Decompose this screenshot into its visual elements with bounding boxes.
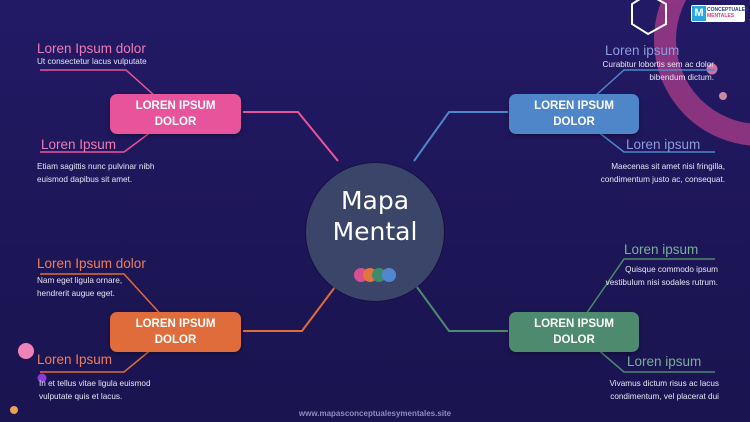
blue-bottom-text: Maecenas sit amet nisi fringilla, condim…: [601, 161, 725, 186]
central-node: Mapa Mental: [306, 163, 444, 301]
logo-line2: MENTALES: [707, 13, 735, 19]
link-center-to-blue: [413, 111, 508, 162]
link-center-to-pink: [243, 111, 339, 162]
text-line: condimentum, vel placerat dui: [610, 391, 719, 401]
green-bottom-heading: Loren ipsum: [627, 354, 702, 369]
branch-box-blue: LOREN IPSUM DOLOR: [509, 94, 639, 134]
text-line: vestibulum nisi sodales rutrum.: [605, 277, 718, 287]
brand-logo: M CONCEPTUALES MENTALES: [691, 5, 749, 22]
text-line: condimentum justo ac, consequat.: [600, 174, 725, 184]
text-line: bibendum dictum.: [649, 72, 714, 82]
text-line: Quisque commodo ipsum: [625, 265, 718, 274]
branch-box-line1: LOREN IPSUM: [534, 318, 614, 330]
branch-box-pink: LOREN IPSUM DOLOR: [110, 94, 241, 134]
text-line: Vivamus dictum risus ac lacus: [609, 379, 719, 388]
purple-dot-decoration: [37, 373, 47, 383]
pink-dot-decoration: [706, 63, 718, 75]
text-line: Nam eget ligula ornare,: [37, 276, 123, 285]
branch-box-line1: LOREN IPSUM: [135, 100, 216, 112]
branch-box-green: LOREN IPSUM DOLOR: [509, 312, 639, 352]
pink-bottom-text: Etiam sagittis nunc pulvinar nibh euismo…: [37, 161, 154, 186]
website-url: www.mapasconceptualesymentales.site: [298, 409, 452, 418]
orange-dot-decoration: [10, 406, 18, 414]
pink-bottom-heading: Loren Ipsum: [41, 137, 117, 152]
text-line: vulputate quis et lacus.: [39, 391, 123, 401]
branch-box-orange: LOREN IPSUM DOLOR: [110, 312, 241, 352]
text-line: Ut consectetur lacus vulputate: [37, 57, 147, 66]
orange-top-heading: Loren Ipsum dolor: [37, 256, 146, 271]
branch-box-line2: DOLOR: [553, 116, 595, 128]
hexagon-outline-icon: [631, 0, 667, 36]
branch-box-line1: LOREN IPSUM: [135, 318, 216, 330]
pink-ring-decoration: [654, 0, 750, 146]
text-line: Curabitur lobortis sem ac dolor: [602, 60, 715, 69]
pink-top-text: Ut consectetur lacus vulputate: [37, 56, 147, 69]
orange-bottom-heading: Loren Ipsum: [37, 352, 113, 367]
orange-top-text: Nam eget ligula ornare, hendrerit augue …: [37, 275, 122, 300]
small-dot-decoration: [719, 92, 727, 100]
text-line: Maecenas sit amet nisi fringilla,: [611, 162, 725, 171]
branch-box-line1: LOREN IPSUM: [534, 100, 614, 112]
link-orange-top: [40, 273, 176, 331]
logo-mark: M: [692, 6, 706, 21]
green-top-text: Quisque commodo ipsum vestibulum nisi so…: [606, 264, 718, 289]
green-bottom-text: Vivamus dictum risus ac lacus condimentu…: [609, 378, 719, 403]
link-green-top: [574, 258, 715, 331]
text-line: euismod dapibus sit amet.: [37, 174, 133, 184]
link-center-to-green: [413, 282, 508, 332]
central-title-line1: Mapa: [340, 186, 410, 215]
branch-box-line2: DOLOR: [154, 334, 197, 346]
pink-dot-decoration: [18, 343, 34, 359]
logo-line1: CONCEPTUALES: [707, 7, 749, 13]
green-top-heading: Loren ipsum: [624, 242, 699, 257]
blue-circle-icon: [382, 268, 396, 282]
branch-box-line2: DOLOR: [553, 334, 595, 346]
central-title: Mapa Mental: [306, 185, 444, 247]
orange-bottom-text: In et tellus vitae ligula euismod vulput…: [39, 378, 151, 403]
blue-bottom-heading: Loren ipsum: [626, 137, 701, 152]
branch-box-line2: DOLOR: [154, 116, 197, 128]
link-center-to-orange: [243, 282, 339, 332]
text-line: hendrerit augue eget.: [37, 288, 115, 298]
blue-top-heading: Loren ipsum: [605, 43, 680, 58]
pink-top-heading: Loren Ipsum dolor: [37, 41, 146, 56]
central-title-line2: Mental: [332, 217, 418, 246]
blue-top-text: Curabitur lobortis sem ac dolor bibendum…: [603, 59, 715, 84]
text-line: In et tellus vitae ligula euismod: [39, 379, 151, 388]
text-line: Etiam sagittis nunc pulvinar nibh: [37, 162, 155, 171]
